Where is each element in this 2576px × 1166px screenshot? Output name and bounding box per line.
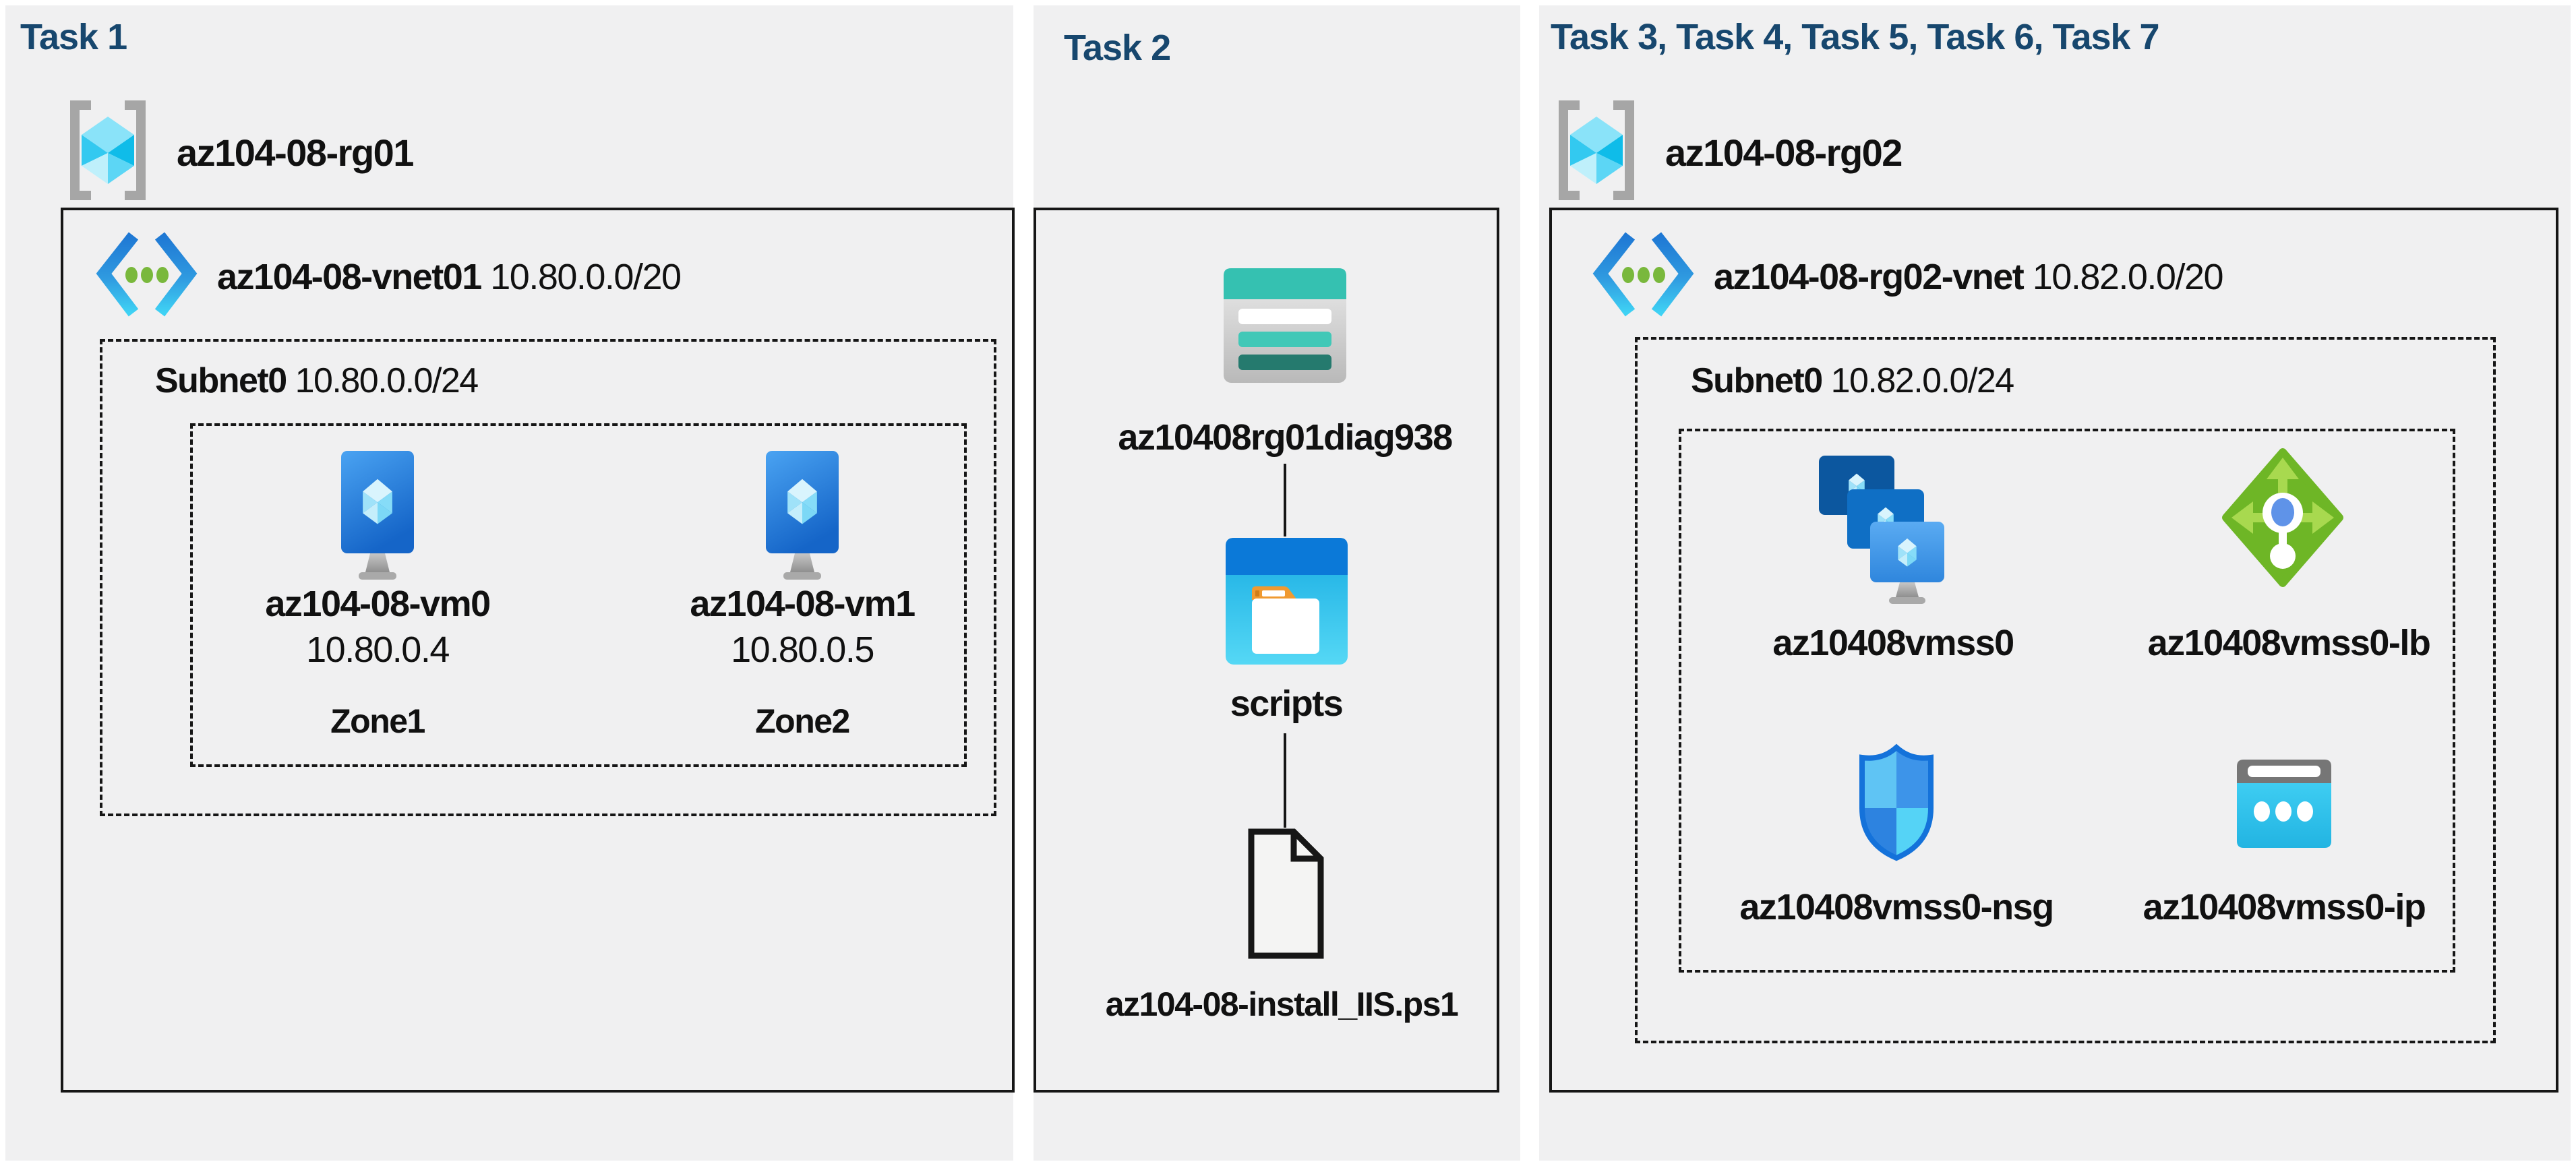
- task3-vnet-name: az104-08-rg02-vnet: [1714, 257, 2033, 297]
- nsg-name: az10408vmss0-nsg: [1739, 887, 2054, 927]
- task1-subnet-label: Subnet0 10.80.0.0/24: [155, 361, 479, 401]
- task3-subnet-name: Subnet0: [1691, 361, 1831, 400]
- task3-subnet-label: Subnet0 10.82.0.0/24: [1691, 361, 2014, 401]
- vmss-name: az10408vmss0: [1772, 623, 2014, 663]
- connector-line: [1284, 464, 1286, 536]
- storage-account-name: az10408rg01diag938: [1118, 417, 1453, 458]
- public-ip-name: az10408vmss0-ip: [2143, 887, 2426, 927]
- task1-title: Task 1: [20, 17, 127, 57]
- resource-group-icon: [70, 100, 146, 200]
- task2-box: [1034, 208, 1499, 1093]
- task3-vnet-label: az104-08-rg02-vnet 10.82.0.0/20: [1714, 256, 2224, 298]
- task3-resource-group-name: az104-08-rg02: [1665, 131, 1903, 174]
- container-name: scripts: [1230, 683, 1344, 724]
- task1-vm-group-box: [190, 423, 967, 767]
- virtual-network-icon: [1592, 232, 1694, 317]
- task3-vnet-cidr: 10.82.0.0/20: [2032, 257, 2224, 297]
- vm1-zone: Zone2: [755, 702, 850, 740]
- virtual-machine-icon: [766, 451, 839, 580]
- virtual-network-icon: [96, 232, 198, 317]
- blob-container-icon: [1226, 538, 1348, 665]
- resource-group-icon: [1559, 100, 1634, 200]
- vm1-name: az104-08-vm1: [690, 584, 916, 624]
- task1-vnet-cidr: 10.80.0.0/20: [490, 257, 682, 297]
- vm0-name: az104-08-vm0: [265, 584, 491, 624]
- vm1-ip: 10.80.0.5: [731, 630, 874, 670]
- task1-resource-group-name: az104-08-rg01: [177, 131, 414, 174]
- connector-line: [1284, 733, 1286, 828]
- script-file-name: az104-08-install_IIS.ps1: [1105, 985, 1459, 1023]
- task1-subnet-box: [100, 339, 996, 816]
- task3-panel: [1539, 5, 2571, 1161]
- vm-scale-set-icon: [1819, 456, 1944, 604]
- task3-vnet-box: [1549, 208, 2558, 1093]
- task2-title: Task 2: [1064, 28, 1171, 68]
- vm0-zone: Zone1: [330, 702, 425, 740]
- task3-title: Task 3, Task 4, Task 5, Task 6, Task 7: [1551, 17, 2160, 57]
- task1-subnet-name: Subnet0: [155, 361, 295, 400]
- task3-subnet-cidr: 10.82.0.0/24: [1830, 361, 2015, 400]
- task1-vnet-box: [61, 208, 1015, 1093]
- load-balancer-icon: [2222, 448, 2343, 587]
- network-security-group-icon: [1859, 743, 1934, 861]
- task1-vnet-label: az104-08-vnet01 10.80.0.0/20: [217, 256, 682, 298]
- task1-panel: [5, 5, 1013, 1161]
- public-ip-icon: [2237, 760, 2331, 848]
- task3-resources-box: [1679, 429, 2455, 973]
- storage-account-icon: [1224, 268, 1346, 383]
- powershell-file-icon: [1248, 828, 1324, 959]
- vm0-ip: 10.80.0.4: [306, 630, 450, 670]
- load-balancer-name: az10408vmss0-lb: [2147, 623, 2431, 663]
- task1-vnet-name: az104-08-vnet01: [217, 257, 491, 297]
- task1-subnet-cidr: 10.80.0.0/24: [295, 361, 479, 400]
- virtual-machine-icon: [341, 451, 414, 580]
- task3-subnet-box: [1635, 337, 2496, 1043]
